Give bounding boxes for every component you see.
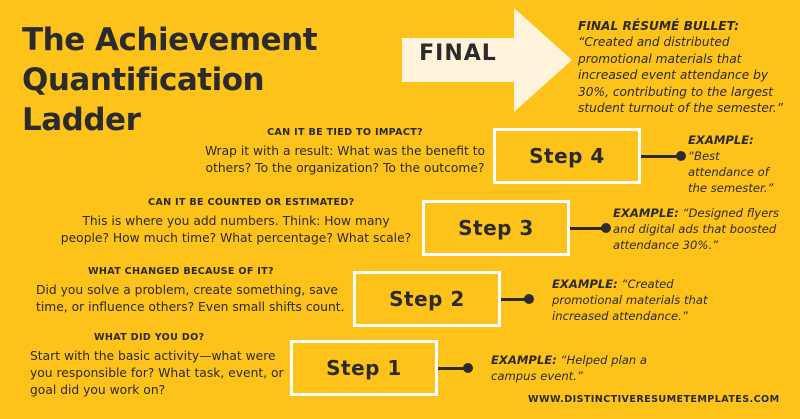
final-arrow-icon (402, 8, 572, 112)
step-1-question: WHAT DID YOU DO? (94, 332, 205, 343)
step-1-dot-icon (463, 363, 473, 373)
step-2-box: Step 2 (353, 271, 501, 327)
step-4-example: EXAMPLE: “Best attendance of the semeste… (688, 132, 788, 196)
final-resume-bullet: FINAL RÉSUMÉ BULLET: “Created and distri… (578, 18, 793, 116)
step-2-dot-icon (524, 294, 534, 304)
step-1-box: Step 1 (290, 340, 438, 396)
page-title: The Achievement Quantification Ladder (22, 20, 352, 140)
website-link[interactable]: WWW.DISTINCTIVERESUMETEMPLATES.COM (528, 394, 780, 405)
title-line-1: The Achievement (22, 22, 318, 58)
step-3-example-label: EXAMPLE: (613, 206, 679, 220)
step-4-connector (641, 155, 681, 158)
step-2-question-block: WHAT CHANGED BECAUSE OF IT? Did you solv… (36, 266, 346, 316)
step-4-question: CAN IT BE TIED TO IMPACT? (267, 127, 423, 138)
step-4-example-label: EXAMPLE: (688, 133, 754, 147)
step-3-question: CAN IT BE COUNTED OR ESTIMATED? (148, 197, 355, 208)
step-2-question: WHAT CHANGED BECAUSE OF IT? (88, 266, 274, 277)
step-2-example-label: EXAMPLE: (552, 277, 618, 291)
step-4-example-text: “Best attendance of the semester.” (688, 149, 774, 195)
final-bullet-label: FINAL RÉSUMÉ BULLET: (578, 19, 740, 33)
step-1-example-text: “Helped plan a campus event.” (491, 353, 647, 383)
step-1-example-label: EXAMPLE: (491, 353, 557, 367)
step-2-example-text: “Created promotional materials that incr… (552, 277, 708, 323)
step-4-question-block: CAN IT BE TIED TO IMPACT? Wrap it with a… (200, 127, 490, 177)
step-1-description: Start with the basic activity—what were … (30, 349, 284, 397)
step-1-question-block: WHAT DID YOU DO? Start with the basic ac… (30, 332, 284, 399)
step-3-example-text: “Designed flyers and digital ads that bo… (613, 206, 780, 252)
step-4-box: Step 4 (493, 128, 641, 184)
step-4-dot-icon (676, 151, 686, 161)
step-3-example: EXAMPLE: “Designed flyers and digital ad… (613, 205, 788, 253)
step-2-description: Did you solve a problem, create somethin… (36, 283, 345, 314)
step-3-dot-icon (601, 223, 611, 233)
step-4-description: Wrap it with a result: What was the bene… (204, 144, 486, 175)
final-bullet-text: “Created and distributed promotional mat… (578, 35, 783, 116)
title-line-3: Ladder (22, 102, 141, 138)
final-arrow-label: FINAL (419, 41, 497, 66)
step-1-example: EXAMPLE: “Helped plan a campus event.” (491, 352, 661, 384)
title-line-2: Quantification (22, 62, 265, 98)
step-3-description: This is where you add numbers. Think: Ho… (60, 214, 412, 245)
step-3-connector (570, 227, 606, 230)
step-3-box: Step 3 (422, 200, 570, 256)
step-2-example: EXAMPLE: “Created promotional materials … (552, 276, 732, 324)
step-2-connector (501, 298, 529, 301)
step-1-connector (438, 367, 468, 370)
step-3-question-block: CAN IT BE COUNTED OR ESTIMATED? This is … (60, 197, 412, 247)
